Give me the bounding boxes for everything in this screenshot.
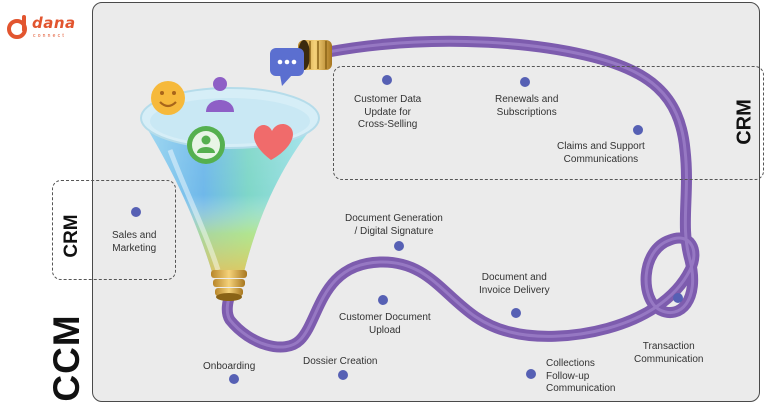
stage-dot-doc-gen — [394, 241, 404, 251]
stage-label-doc-gen: Document Generation/ Digital Signature — [345, 213, 443, 237]
brand-name: dana — [32, 14, 76, 32]
stage-dot-renewals — [520, 77, 530, 87]
stage-dot-dossier — [338, 370, 348, 380]
person-icon — [206, 77, 234, 112]
crm-label-right: CRM — [733, 99, 756, 145]
crm-label-left: CRM — [61, 214, 82, 258]
stage-dot-claims — [633, 125, 643, 135]
stage-dot-collections — [526, 369, 536, 379]
crm-region-left — [52, 180, 176, 280]
chat-bubble-icon — [270, 48, 304, 86]
brand-logo: dana connect — [6, 14, 76, 44]
ccm-label: CCM — [46, 314, 87, 402]
heart-icon — [253, 124, 293, 160]
user-badge-icon — [187, 126, 225, 164]
stage-dot-doc-delivery — [511, 308, 521, 318]
stage-label-onboarding: Onboarding — [203, 361, 256, 372]
stage-dot-doc-upload — [378, 295, 388, 305]
stage-label-dossier: Dossier Creation — [303, 356, 378, 367]
stage-dot-sales — [131, 207, 141, 217]
stage-dot-transaction — [673, 293, 683, 303]
logo-mark-icon — [7, 15, 27, 39]
stage-dot-onboarding — [229, 374, 239, 384]
stage-dot-customer-data — [382, 75, 392, 85]
smiley-icon — [151, 81, 185, 115]
brand-tagline: connect — [33, 33, 66, 39]
crm-region-top — [333, 66, 764, 180]
